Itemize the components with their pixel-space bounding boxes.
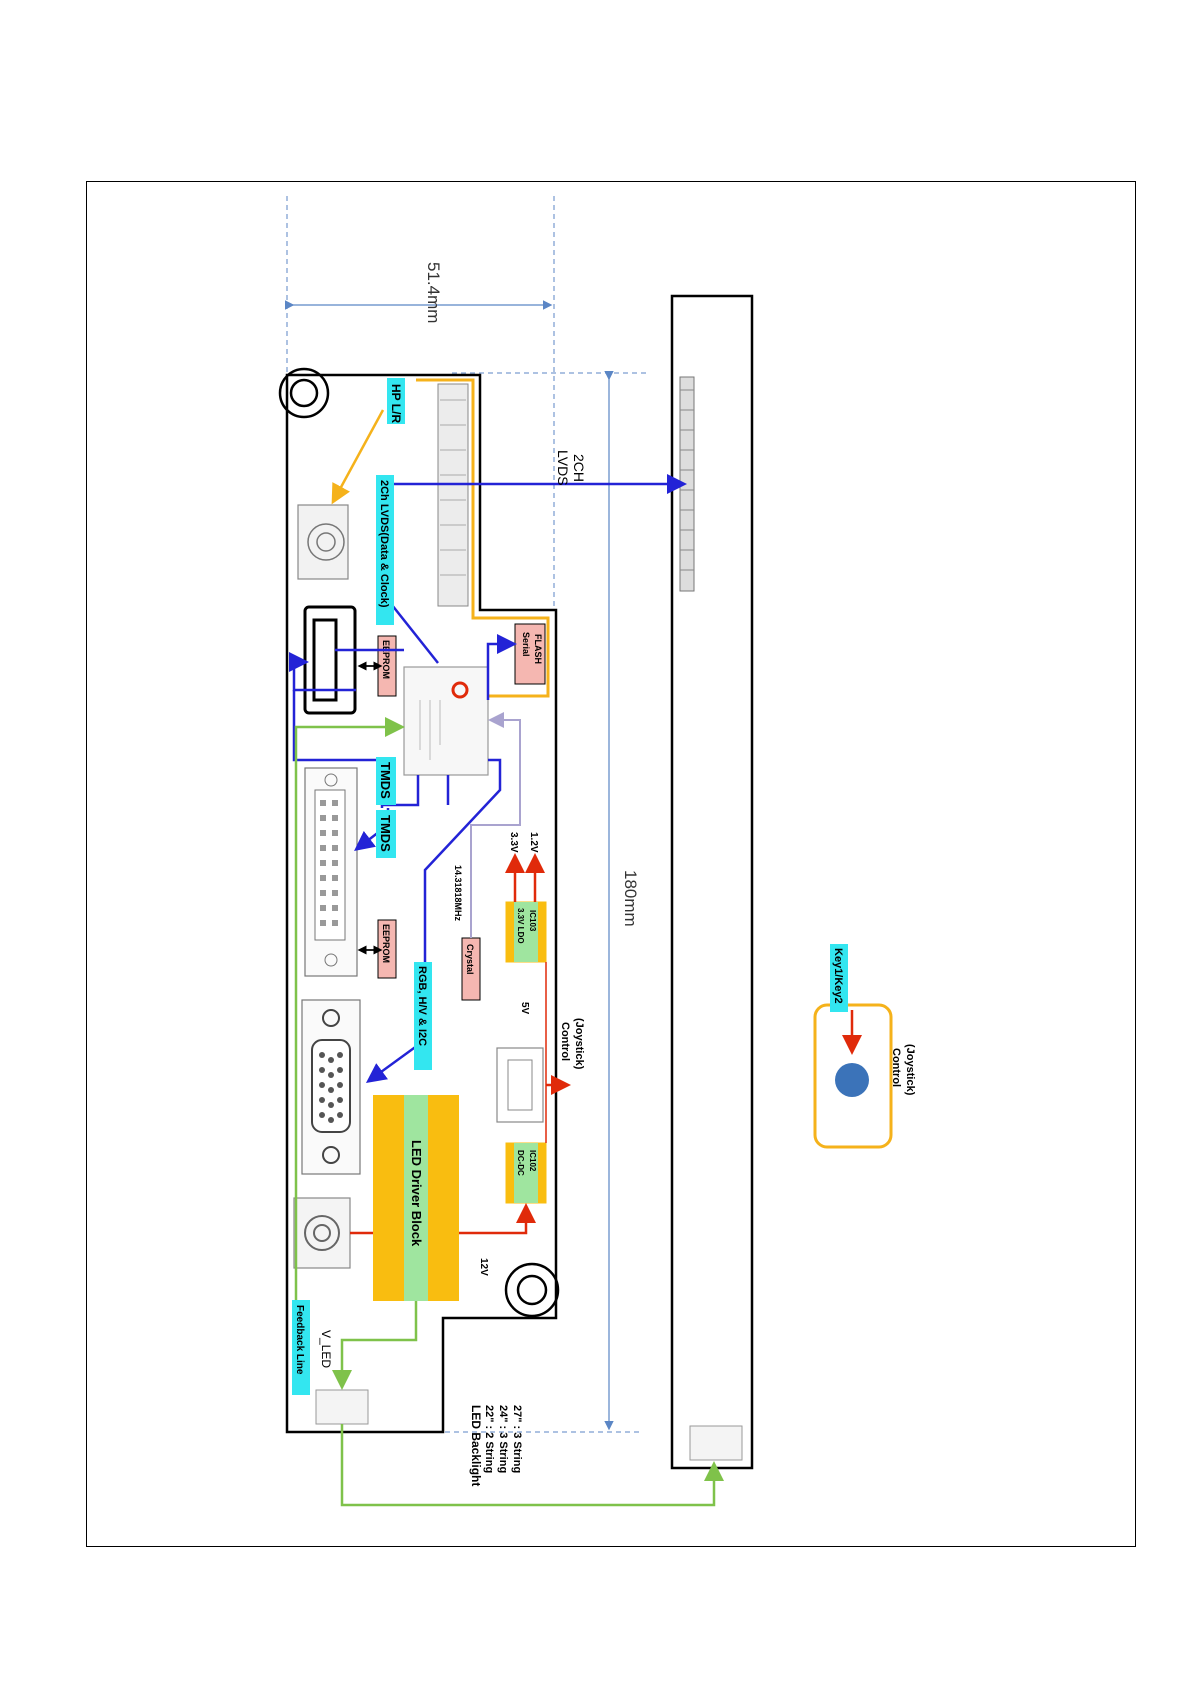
svg-text:3.3V LDO: 3.3V LDO [516, 908, 525, 944]
joystick-icon [835, 1063, 869, 1097]
board-lvds-connector [437, 383, 469, 607]
label-tmds-upper: TMDS [376, 757, 396, 805]
label-key1-key2: Key1/Key2 [830, 944, 848, 1012]
svg-text:IC102: IC102 [528, 1150, 537, 1172]
serial-flash: Serial FLASH [514, 623, 546, 685]
label-rgb-hv-i2c: RGB, H/V & I2C [414, 962, 432, 1070]
diagram-frame [86, 181, 1136, 1547]
crystal-frequency-label: 14.31818MHz [453, 865, 463, 922]
label-12v: 12V [478, 1258, 489, 1276]
label-5v: 5V [519, 1002, 530, 1015]
joystick-area [813, 1003, 893, 1149]
led-driver-block: LED Driver Block [373, 1095, 459, 1301]
label-lvds-2ch-2: 2CH [571, 454, 587, 482]
svg-text:2Ch LVDS(Data & Clock): 2Ch LVDS(Data & Clock) [378, 480, 390, 608]
dc-power-jack [293, 1197, 351, 1269]
scaler-ic [403, 666, 489, 776]
label-feedback-line: Feedback Line [292, 1300, 310, 1395]
length-dimension-label: 180mm [621, 870, 640, 927]
ddc-dvi-eeprom: EEPROM [377, 919, 397, 979]
svg-text:EEPROM: EEPROM [381, 924, 391, 963]
svg-text:TMDS: TMDS [378, 762, 393, 799]
headphone-jack [297, 504, 349, 580]
svg-text:RGB, H/V & I2C: RGB, H/V & I2C [416, 966, 428, 1046]
label-control2-1: Control [890, 1048, 902, 1087]
svg-text:Serial: Serial [521, 632, 531, 657]
ddc-hdmi-eeprom: EEPROM [377, 635, 397, 697]
label-3v3: 3.3V [508, 832, 519, 853]
svg-text:EEPROM: EEPROM [381, 640, 391, 679]
green-lines [294, 717, 724, 1507]
label-led-backlight-22: 22" : 2 String [483, 1405, 495, 1473]
label-hp-lr: HP L/R [387, 378, 405, 424]
keypad-connector [496, 1047, 544, 1123]
svg-text:Crystal: Crystal [465, 944, 475, 975]
hp-trace-outline [416, 378, 550, 698]
svg-text:Key1/Key2: Key1/Key2 [832, 948, 844, 1004]
label-control-1: Control [559, 1022, 571, 1061]
dimension-guides [286, 196, 650, 1433]
crystal-line [470, 712, 521, 938]
label-control2-2: (Joystick) [904, 1044, 916, 1096]
svg-text:HP L/R: HP L/R [389, 384, 403, 423]
vga-connector [301, 999, 361, 1175]
label-control-2: (Joystick) [573, 1018, 585, 1070]
svg-text:FLASH: FLASH [533, 634, 543, 664]
label-led-backlight-title: LED Backlight [469, 1405, 483, 1486]
svg-text:LED Driver Block: LED Driver Block [409, 1140, 424, 1247]
hdmi-connector [303, 605, 357, 715]
label-led-backlight-24: 24" : 3 String [497, 1405, 509, 1473]
panel-lvds-connector [679, 376, 695, 592]
svg-text:DC-DC: DC-DC [516, 1150, 525, 1176]
hp-arrow [331, 409, 385, 505]
power-lines [350, 853, 571, 1235]
mounting-hole-top [278, 367, 330, 419]
mounting-hole-bottom [504, 1262, 560, 1318]
label-lvds-2ch-1: LVDS [555, 450, 571, 486]
svg-text:TMDS: TMDS [378, 815, 393, 852]
crystal: Crystal [461, 937, 481, 1001]
dvi-connector [304, 767, 358, 977]
dcdc-ic102: DC-DC IC102 [505, 1142, 547, 1204]
label-tmds-lower: TMDS [376, 810, 396, 858]
svg-text:Feedback Line: Feedback Line [294, 1305, 305, 1375]
label-1v2: 1.2V [528, 832, 539, 853]
width-dimension-label: 51.4mm [424, 262, 443, 323]
label-lvds-data-clock: 2Ch LVDS(Data & Clock) [376, 475, 394, 625]
label-led-backlight-27: 27" : 3 String [511, 1405, 523, 1473]
board-backlight-connector [315, 1389, 369, 1425]
panel-backlight-connector [689, 1425, 743, 1461]
ldo-ic103: 3.3V LDO IC103 [505, 901, 547, 963]
svg-text:IC103: IC103 [528, 910, 537, 932]
label-v-led: V_LED [319, 1330, 333, 1368]
